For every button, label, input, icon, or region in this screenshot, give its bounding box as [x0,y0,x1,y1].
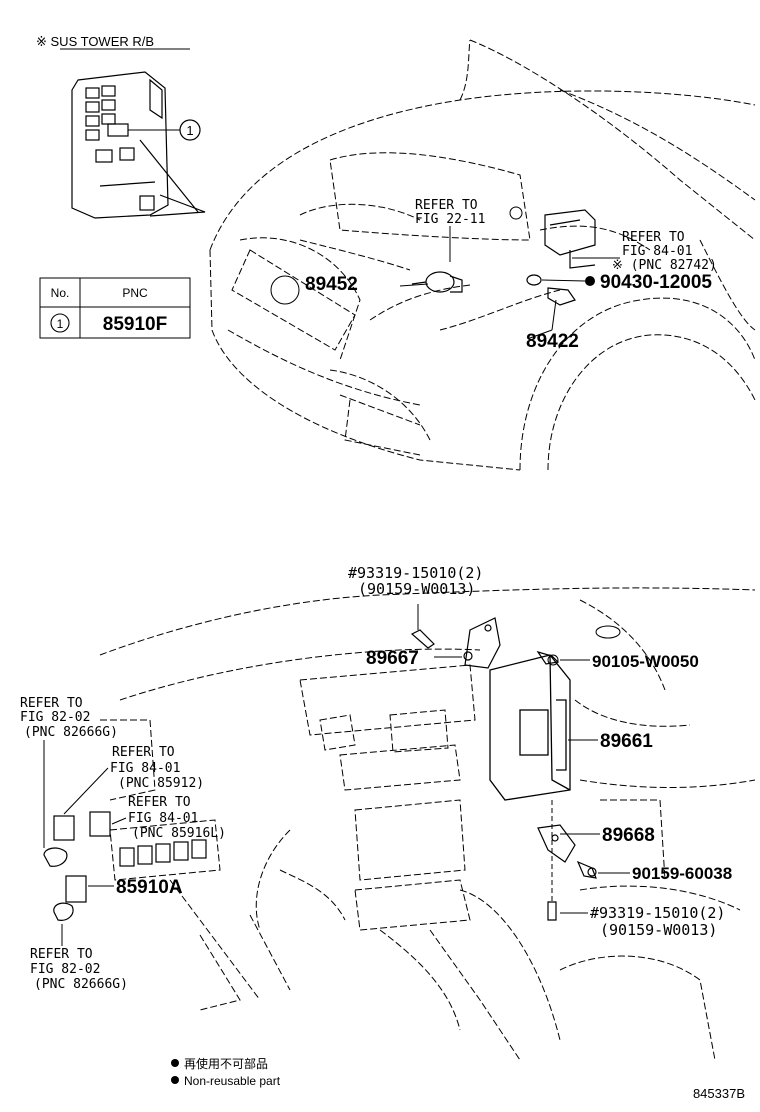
pnc-table: No. PNC 1 85910F [39,277,191,339]
bolt-bottom-drawing [547,901,557,921]
bolt-90159-drawing [576,860,597,879]
refer-82-02-top-line2: FIG 82-02 [20,710,90,725]
refer-22-11-line2: FIG 22-11 [415,212,485,227]
sensor-89422-drawing [526,274,576,306]
bolt-bottom-line1: #93319-15010(2) [590,904,725,922]
bracket-89668-drawing [537,824,576,863]
non-reusable-dot-90430 [585,276,595,286]
part-85910A: 85910A [116,877,183,898]
table-row-no: 1 [57,317,64,331]
part-89661: 89661 [600,731,653,752]
dashboard-drawing [99,587,756,1061]
figure-code: 845337B [693,1086,745,1101]
refer-22-11-line1: REFER TO [415,198,478,213]
table-header-no: No. [51,286,70,300]
part-89667: 89667 [366,648,419,669]
refer-84-01-a-line2: FIG 84-01 [110,761,180,776]
callout-number: 1 [186,123,193,138]
car-front-drawing [209,39,756,471]
table-header-pnc: PNC [122,286,148,300]
refer-82-02-bottom-line1: REFER TO [30,947,93,962]
bolt-top-line2: (90159-W0013) [358,580,475,598]
refer-84-01-top-line1: REFER TO [622,230,685,245]
refer-84-01-a-line1: REFER TO [112,745,175,760]
legend-dot-jp [171,1059,179,1067]
bolt-top-drawing [410,629,435,649]
bolt-top-line1: #93319-15010(2) [348,564,483,582]
legend-en: Non-reusable part [184,1074,281,1088]
emblem-circle [270,275,300,305]
refer-82-02-bottom-line3: (PNC 82666G) [34,977,128,992]
relays-left-drawing [43,811,207,921]
bolt-bottom-line2: (90159-W0013) [600,921,717,939]
refer-84-01-a-line3: (PNC 85912) [118,776,204,791]
relay-block-drawing [71,71,206,219]
part-89452: 89452 [305,274,358,295]
legend-jp: 再使用不可部品 [184,1056,268,1071]
bracket-89667-drawing [463,617,501,669]
refer-84-01-b-line2: FIG 84-01 [128,811,198,826]
refer-82-02-top-line3: (PNC 82666G) [24,725,118,740]
cap-circle [509,206,523,220]
callout-circle [179,119,201,141]
refer-84-01-b-line3: (PNC 85916L) [132,826,226,841]
legend-dot-en [171,1076,179,1084]
ecu-89661-drawing [489,654,571,801]
part-90430: 90430-12005 [600,272,712,293]
relay-box-top [544,209,596,269]
part-90159-60038: 90159-60038 [632,864,732,883]
sensor-89452-drawing [411,271,463,293]
refer-84-01-top-line2: FIG 84-01 [622,244,692,259]
part-89668: 89668 [602,825,655,846]
part-90105: 90105-W0050 [592,652,699,671]
refer-82-02-bottom-line2: FIG 82-02 [30,962,100,977]
refer-82-02-top-line1: REFER TO [20,696,83,711]
table-row-pnc: 85910F [103,314,167,335]
sus-tower-note: ※ SUS TOWER R/B [36,34,154,49]
refer-84-01-top-line3: ※ (PNC 82742) [612,258,717,273]
part-89422: 89422 [526,331,579,352]
refer-84-01-b-line1: REFER TO [128,795,191,810]
